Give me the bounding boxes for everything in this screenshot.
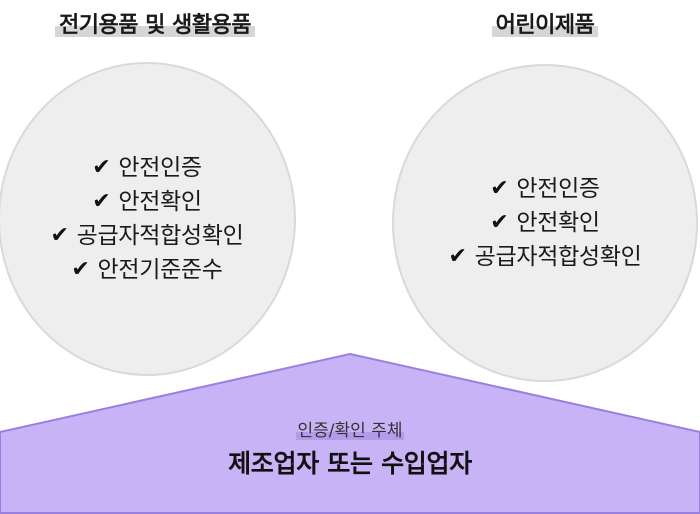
left-item-label: 안전확인 (118, 189, 202, 215)
left-item: ✔ 안전기준준수 (71, 253, 223, 287)
checkmark-icon: ✔ (92, 189, 111, 214)
right-item: ✔ 안전인증 (490, 172, 600, 206)
left-item-label: 안전인증 (118, 155, 202, 181)
right-group-heading: 어린이제품 (390, 8, 700, 38)
right-item: ✔ 안전확인 (490, 206, 600, 240)
base-title: 제조업자 또는 수입업자 (228, 449, 472, 478)
checkmark-icon: ✔ (490, 176, 509, 201)
right-item-label: 공급자적합성확인 (474, 244, 642, 270)
base-subtitle: 인증/확인 주체 (295, 421, 405, 441)
left-group-circle: ✔ 안전인증 ✔ 안전확인 ✔ 공급자적합성확인 ✔ 안전기준준수 (0, 62, 296, 376)
base-label-group: 인증/확인 주체 제조업자 또는 수입업자 (0, 420, 700, 480)
checkmark-icon: ✔ (50, 223, 69, 248)
right-group-circle: ✔ 안전인증 ✔ 안전확인 ✔ 공급자적합성확인 (392, 64, 698, 382)
checkmark-icon: ✔ (71, 257, 90, 282)
right-item-label: 안전인증 (516, 176, 600, 202)
checkmark-icon: ✔ (92, 155, 111, 180)
checkmark-icon: ✔ (448, 244, 467, 269)
checkmark-icon: ✔ (490, 210, 509, 235)
right-item-label: 안전확인 (516, 210, 600, 236)
right-item: ✔ 공급자적합성확인 (448, 240, 641, 274)
right-group-title: 어린이제품 (491, 7, 599, 39)
left-group-title: 전기용품 및 생활용품 (55, 7, 255, 39)
left-item-label: 공급자적합성확인 (76, 223, 244, 249)
left-item: ✔ 안전확인 (92, 185, 202, 219)
left-item: ✔ 안전인증 (92, 151, 202, 185)
left-group-heading: 전기용품 및 생활용품 (0, 8, 310, 38)
left-item: ✔ 공급자적합성확인 (50, 219, 243, 253)
left-item-label: 안전기준준수 (97, 257, 223, 283)
